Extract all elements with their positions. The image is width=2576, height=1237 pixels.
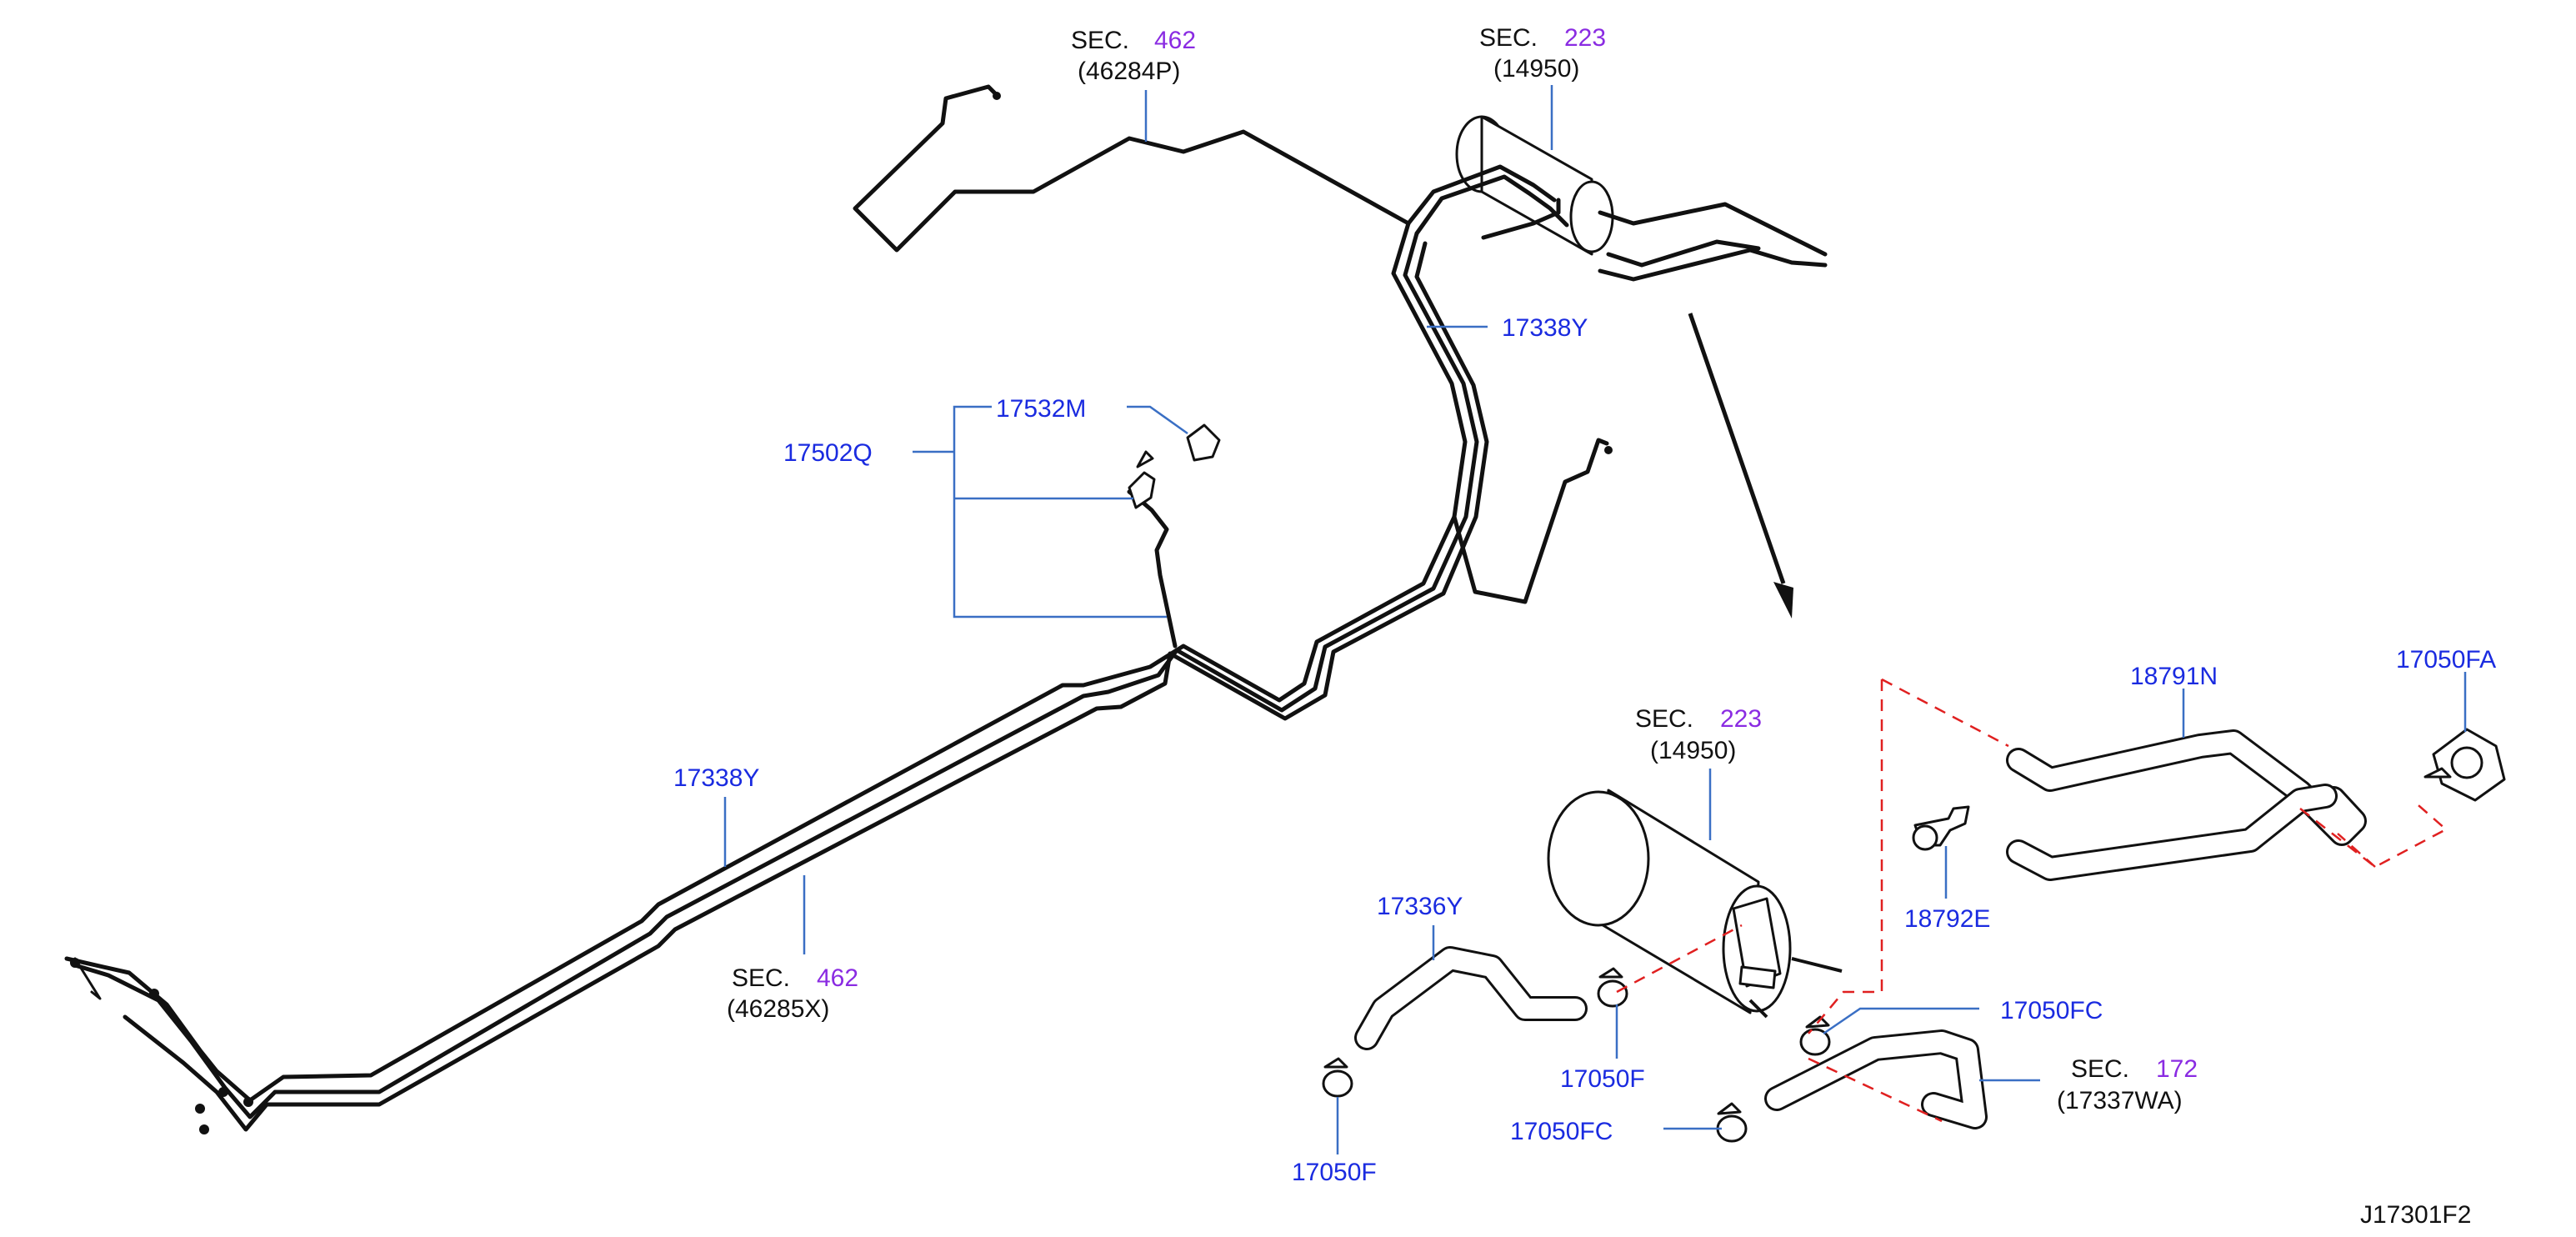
label-17338Y-left: 17338Y <box>673 764 759 792</box>
tube-17502Q <box>1127 423 1221 649</box>
leader-lines <box>723 85 2467 1154</box>
svg-text:SEC.: SEC. <box>732 964 790 992</box>
connector-18792E <box>1912 805 1970 851</box>
svg-text:(14950): (14950) <box>1493 55 1579 83</box>
label-sec-462-bottom: SEC. 462 (46285X) <box>727 964 858 1023</box>
hose-18791N <box>2006 729 2367 881</box>
label-17050FC-right: 17050FC <box>2000 997 2103 1024</box>
label-17338Y-top: 17338Y <box>1502 314 1588 342</box>
label-sec-462-top: SEC. 462 (46284P) <box>1071 27 1196 85</box>
label-17532M: 17532M <box>996 395 1086 423</box>
hose-17336Y <box>1354 946 1588 1050</box>
label-17336Y: 17336Y <box>1377 893 1463 920</box>
svg-text:SEC.: SEC. <box>2071 1055 2129 1083</box>
svg-text:(17337WA): (17337WA) <box>2057 1087 2183 1114</box>
svg-text:223: 223 <box>1720 705 1762 733</box>
label-sec-223-bottom: SEC. 223 (14950) <box>1635 705 1762 764</box>
svg-text:(46284P): (46284P) <box>1078 58 1180 85</box>
svg-text:462: 462 <box>817 964 858 992</box>
svg-text:SEC.: SEC. <box>1635 705 1693 733</box>
svg-text:(46285X): (46285X) <box>727 995 829 1023</box>
svg-text:SEC.: SEC. <box>1479 24 1538 52</box>
label-18792E: 18792E <box>1904 905 1990 933</box>
canister-upper <box>1406 115 1828 282</box>
label-17050F-bottom: 17050F <box>1292 1159 1377 1186</box>
clip-17050FA <box>2423 728 2506 802</box>
main-fuel-line-bundle <box>64 221 1613 1134</box>
label-17050FC-left: 17050FC <box>1510 1118 1613 1145</box>
hose-17337WA <box>1764 1029 1988 1129</box>
label-18791N: 18791N <box>2130 663 2218 690</box>
dashed-guides <box>1616 678 2448 1123</box>
clamps <box>1322 967 1831 1143</box>
diagram-code: J17301F2 <box>2360 1201 2471 1229</box>
label-17050F-mid: 17050F <box>1560 1065 1645 1093</box>
upper-tube-46284P <box>853 84 1411 253</box>
svg-text:SEC.: SEC. <box>1071 27 1129 54</box>
canister-detail <box>1547 789 1843 1019</box>
label-17502Q: 17502Q <box>783 439 873 467</box>
svg-text:223: 223 <box>1564 24 1606 52</box>
label-sec-172: SEC. 172 (17337WA) <box>2057 1055 2198 1114</box>
svg-text:(14950): (14950) <box>1650 737 1736 764</box>
svg-text:172: 172 <box>2156 1055 2198 1083</box>
svg-text:462: 462 <box>1154 27 1196 54</box>
label-sec-223-top: SEC. 223 (14950) <box>1479 24 1606 83</box>
detail-arrow <box>1688 313 1793 618</box>
label-17050FA: 17050FA <box>2396 646 2496 674</box>
